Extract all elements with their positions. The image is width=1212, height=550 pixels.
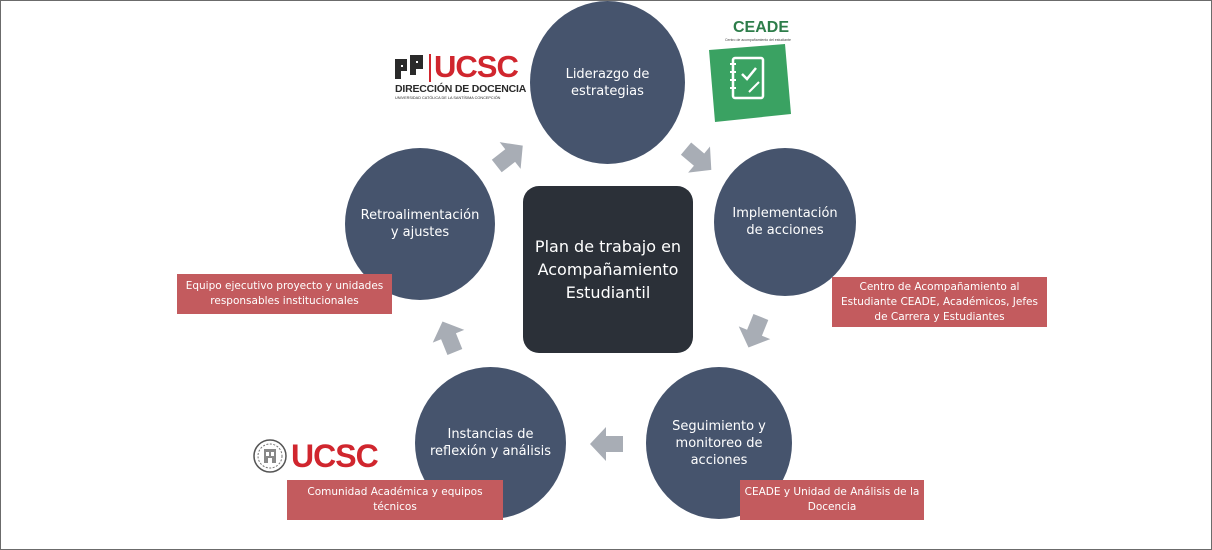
university-seal-icon [253,439,287,473]
node-text: de acciones [746,223,824,238]
center-text: Plan de trabajo en [534,237,682,256]
universidad-text: UNIVERSIDAD CATÓLICA DE LA SANTÍSIMA CON… [395,96,501,100]
arrow-retro-to-liderazgo-icon [491,142,523,173]
arrow-implementacion-to-seguimiento-icon [738,313,771,348]
ceade-logo: CEADE Centro de acompañamiento del estud… [707,19,793,123]
ucsc-seal-logo: UCSC [253,437,379,477]
label-text: Comunidad Académica y equipos [307,486,483,498]
label-retroalimentacion: Equipo ejecutivo proyecto y unidades res… [177,274,392,314]
logo-divider [429,54,431,82]
center-text: Estudiantil [565,283,651,302]
label-seguimiento: CEADE y Unidad de Análisis de la Docenci… [740,480,924,520]
node-text: Retroalimentación [360,208,480,223]
label-text: CEADE y Unidad de Análisis de la [744,486,920,498]
ceade-wordmark: CEADE [733,19,790,36]
ceade-subtitle: Centro de acompañamiento del estudiante [725,38,791,42]
direccion-docencia-text: DIRECCIÓN DE DOCENCIA [395,83,527,95]
node-retroalimentacion: Retroalimentación y ajustes [345,148,495,300]
label-text: Docencia [807,501,857,513]
node-text: Instancias de [447,427,534,442]
label-text: técnicos [373,501,417,513]
label-text: de Carrera y Estudiantes [874,310,1005,323]
node-text: Implementación [732,206,838,221]
node-text: y ajustes [390,225,450,240]
arrow-instancias-to-retro-icon [432,321,465,356]
label-implementacion: Centro de Acompañamiento al Estudiante C… [832,277,1047,327]
ucsc-docencia-logo: UCSC DIRECCIÓN DE DOCENCIA UNIVERSIDAD C… [391,49,527,101]
label-instancias: Comunidad Académica y equipos técnicos [287,480,503,520]
node-text: Liderazgo de [565,66,650,82]
label-text: Equipo ejecutivo proyecto y unidades [185,280,384,292]
ucsc-seal-wordmark: UCSC [291,438,379,474]
node-text: acciones [690,452,748,468]
ceade-document-icon [709,44,791,122]
label-text: responsables institucionales [210,295,359,307]
label-text: Estudiante CEADE, Académicos, Jefes [840,295,1038,308]
arrow-liderazgo-to-implementacion-icon [680,142,712,173]
label-text: Centro de Acompañamiento al [859,280,1020,293]
node-implementacion: Implementación de acciones [714,148,856,296]
ucsc-monogram-icon [395,55,423,79]
node-seguimiento: Seguimiento y monitoreo de acciones [646,367,792,519]
center-text: Acompañamiento [537,260,679,279]
node-text: Seguimiento y [672,418,766,434]
node-liderazgo: Liderazgo de estrategias [530,1,685,164]
node-text: estrategias [571,83,644,99]
ucsc-wordmark: UCSC [434,49,519,84]
node-text: reflexión y análisis [429,444,552,459]
arrow-seguimiento-to-instancias-icon [590,427,623,461]
center-plan-box: Plan de trabajo en Acompañamiento Estudi… [523,186,693,353]
node-text: monitoreo de [675,435,763,451]
